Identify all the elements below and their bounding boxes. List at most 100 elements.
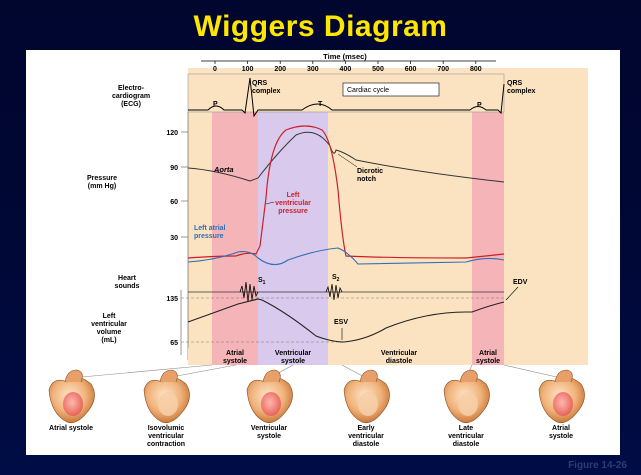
pressure-tick-120: 120 xyxy=(166,130,178,137)
ventricular-systole-band xyxy=(258,112,328,365)
heart-chamber xyxy=(261,392,281,416)
ecg-label-3: (ECG) xyxy=(121,101,141,108)
cardiac-cycle-label: Cardiac cycle xyxy=(347,87,389,94)
heart-chamber xyxy=(553,392,573,416)
figure-label: Figure 14-26 xyxy=(568,460,627,471)
heart-sounds-label-1: Heart xyxy=(118,275,137,282)
heart-caption: Atrial systole xyxy=(49,425,93,432)
heart-sounds-label-2: sounds xyxy=(115,283,140,290)
s2-trace xyxy=(325,283,343,301)
la-pressure-label-2: pressure xyxy=(194,233,224,240)
phase-atrial-2 xyxy=(472,348,504,365)
dicrotic-notch-label-2: notch xyxy=(357,176,376,183)
heart-vessel xyxy=(459,369,478,383)
heart-caption: contraction xyxy=(147,441,185,448)
time-axis-label: Time (msec) xyxy=(323,52,367,61)
heart-caption: systole xyxy=(257,433,281,440)
heart-caption: Ventricular xyxy=(251,425,287,432)
heart-caption: ventricular xyxy=(448,433,484,440)
heart-caption: Late xyxy=(459,425,474,432)
qrs-right-label-1: QRS xyxy=(507,80,523,87)
heart-chamber xyxy=(63,392,83,416)
phase-atrial xyxy=(212,348,258,365)
volume-label-3: volume xyxy=(97,329,122,336)
time-tick-label: 100 xyxy=(242,66,254,73)
phase-vent-systole-1: Ventricular xyxy=(275,350,311,357)
esv-label: ESV xyxy=(334,319,348,326)
heart-caption: diastole xyxy=(453,441,480,448)
ventricular-diastole-band xyxy=(328,112,472,365)
heart-caption: systole xyxy=(549,433,573,440)
phase-atrial-systole-2: systole xyxy=(223,358,247,365)
lv-pressure-curve xyxy=(187,125,505,259)
qrs-label-2: complex xyxy=(252,88,281,95)
heart-caption: ventricular xyxy=(148,433,184,440)
heart-caption: ventricular xyxy=(348,433,384,440)
time-tick-label: 0 xyxy=(213,66,217,73)
phase-systole xyxy=(258,348,328,365)
heart-leader-lines xyxy=(70,364,562,379)
p-wave-2-label: P xyxy=(477,102,482,109)
phase-vent-diastole-1: Ventricular xyxy=(381,350,417,357)
heart-caption: Early xyxy=(357,425,374,432)
s1-label: S1 xyxy=(258,277,266,286)
heart-vessel xyxy=(554,369,573,383)
hearts-row: Atrial systole Isovolumicventricularcontr… xyxy=(48,369,585,448)
lv-pressure-label-3: pressure xyxy=(278,208,308,215)
ecg-label-1: Electro- xyxy=(118,85,145,92)
time-tick-label: 500 xyxy=(372,66,384,73)
heart-atrial-systole: Atrial systole xyxy=(48,369,95,432)
s2-label: S2 xyxy=(332,274,340,283)
heart-caption: Atrial xyxy=(552,425,570,432)
time-tick-label: 700 xyxy=(437,66,449,73)
ecg-label-2: cardiogram xyxy=(112,93,150,100)
heart-chamber xyxy=(158,392,178,416)
atrial-systole-band-2 xyxy=(472,112,504,365)
pressure-tick-30: 30 xyxy=(170,235,178,242)
cardiac-cycle-box xyxy=(342,82,440,97)
heart-vessel xyxy=(64,369,83,383)
volume-curve xyxy=(187,298,505,343)
edv-arrow xyxy=(505,286,519,301)
heart-chamber xyxy=(458,392,478,416)
pressure-tick-marks xyxy=(181,131,188,238)
la-pressure-curve xyxy=(187,247,505,266)
atrial-systole-band xyxy=(212,112,258,365)
volume-tick-135: 135 xyxy=(166,296,178,303)
pressure-label-1: Pressure xyxy=(87,175,117,182)
time-tick-label: 200 xyxy=(274,66,286,73)
volume-label-2: ventricular xyxy=(91,321,127,328)
phase-atrial-systole-2-line-1: Atrial xyxy=(479,350,497,357)
ecg-trace xyxy=(188,77,505,118)
heart-vessel xyxy=(359,369,378,383)
heart-caption: diastole xyxy=(353,441,380,448)
page-title: Wiggers Diagram xyxy=(193,10,448,43)
pressure-tick-60: 60 xyxy=(170,199,178,206)
p-wave-label: P xyxy=(213,101,218,108)
heart-vessel xyxy=(262,369,281,383)
phase-vent-diastole-2: diastole xyxy=(386,358,413,365)
qrs-right-label-2: complex xyxy=(507,88,536,95)
la-pressure-label-1: Left atrial xyxy=(194,225,226,232)
qrs-label-1: QRS xyxy=(252,80,268,87)
lv-pressure-leader xyxy=(265,201,275,205)
phase-atrial-systole-1: Atrial xyxy=(226,350,244,357)
aorta-label: Aorta xyxy=(213,165,234,174)
phase-vent-systole-2: systole xyxy=(281,358,305,365)
volume-label-1: Left xyxy=(103,313,117,320)
dicrotic-notch-label-1: Dicrotic xyxy=(357,168,383,175)
time-tick-label: 400 xyxy=(340,66,352,73)
lv-pressure-label-1: Left xyxy=(287,192,301,199)
dicrotic-notch-leader xyxy=(337,153,358,168)
s1-trace xyxy=(239,281,259,303)
time-tick-label: 800 xyxy=(470,66,482,73)
